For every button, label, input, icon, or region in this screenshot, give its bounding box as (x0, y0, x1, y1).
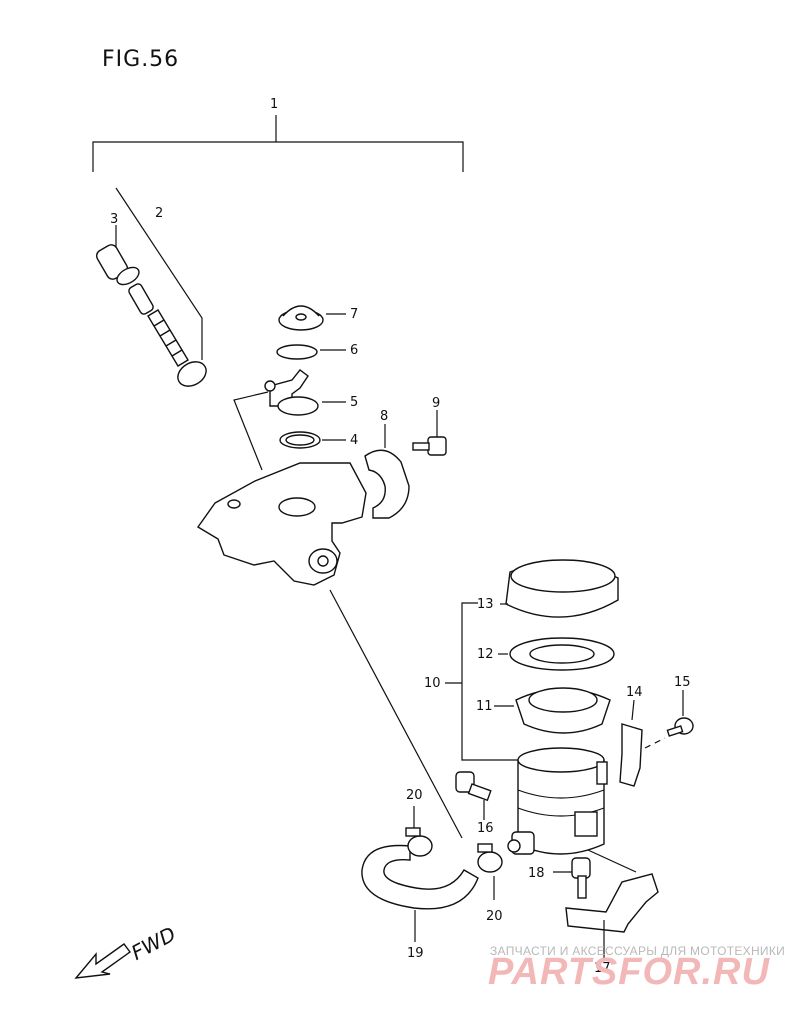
callout-3: 3 (110, 212, 118, 227)
callout-12: 12 (477, 647, 494, 662)
callout-20-upper: 20 (406, 788, 423, 803)
circlip-part (276, 344, 346, 360)
screw-15-part (644, 690, 694, 749)
o-ring-part (279, 431, 346, 449)
reservoir-bracket (461, 602, 520, 761)
hose-clip-upper-part (405, 806, 433, 857)
callout-4: 4 (350, 433, 358, 448)
watermark-brand-logo: PARTSFOR.RU (488, 951, 770, 993)
forward-direction-indicator: FWD (74, 922, 180, 979)
piston-spring-part (128, 283, 207, 387)
tank-outlet-part (507, 831, 535, 855)
assembly-bracket (92, 115, 464, 172)
reservoir-plate-part (498, 637, 615, 671)
hose-part (361, 844, 479, 942)
callout-11: 11 (476, 699, 493, 714)
callout-7: 7 (350, 307, 358, 322)
callout-14: 14 (626, 685, 643, 700)
watermark: ЗАПЧАСТИ И АКСЕССУАРЫ ДЛЯ МОТОТЕХНИКИ PA… (488, 944, 785, 993)
hose-leader (329, 589, 463, 839)
callout-16: 16 (477, 821, 494, 836)
watermark-tagline: ЗАПЧАСТИ И АКСЕССУАРЫ ДЛЯ МОТОТЕХНИКИ (490, 944, 785, 958)
bolt-part (412, 410, 447, 456)
forward-arrow-icon (74, 943, 131, 979)
callout-20-lower: 20 (486, 909, 503, 924)
callout-6: 6 (350, 343, 358, 358)
forward-label: FWD (127, 922, 179, 965)
diaphragm-part (494, 687, 611, 734)
bolt-18-part (553, 857, 591, 899)
reservoir-tank-part (517, 747, 608, 855)
callout-labels: 1 2 3 4 5 6 7 8 9 10 11 12 13 14 15 16 1… (110, 97, 691, 976)
bolt-16-part (455, 771, 492, 820)
lower-bracket-part (565, 849, 659, 958)
callout-8: 8 (380, 409, 388, 424)
callout-10: 10 (424, 676, 441, 691)
callout-1: 1 (270, 97, 278, 112)
master-cylinder-body (196, 462, 367, 586)
reservoir-bracket-part (619, 699, 643, 787)
piston-leaders (115, 187, 203, 360)
callout-19: 19 (407, 946, 424, 961)
callout-13: 13 (477, 597, 494, 612)
figure-title: FIG.56 (102, 47, 179, 72)
holder-clamp-part (364, 424, 410, 519)
callout-15: 15 (674, 675, 691, 690)
callout-9: 9 (432, 396, 440, 411)
hose-clip-lower-part (477, 843, 503, 900)
reservoir-cap-part (500, 559, 619, 618)
piston-cup-part (95, 244, 140, 286)
joint-leader (233, 391, 269, 471)
callout-18: 18 (528, 866, 545, 881)
boot-part (278, 305, 346, 331)
hose-joint-part (264, 369, 346, 416)
callout-5: 5 (350, 395, 358, 410)
callout-2: 2 (155, 206, 163, 221)
callout-17: 17 (594, 961, 611, 976)
